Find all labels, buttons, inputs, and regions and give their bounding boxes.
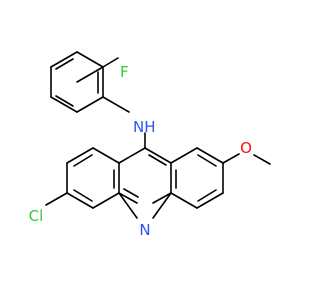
bond <box>222 153 240 164</box>
double-bond-line <box>123 188 139 198</box>
double-bond-line <box>148 154 167 166</box>
double-bond-line <box>73 154 93 167</box>
bond <box>50 51 78 68</box>
acridine-center-ring <box>118 147 172 204</box>
double-bond-line <box>197 154 217 167</box>
bond <box>170 147 198 164</box>
fluorophenyl-ring <box>50 51 130 113</box>
bond <box>152 192 172 204</box>
bond <box>76 66 104 83</box>
bond <box>102 96 130 113</box>
structure-canvas: F NH N O Cl <box>29 51 271 239</box>
amine-label: NH <box>133 118 156 136</box>
bond <box>118 192 138 204</box>
bond <box>66 192 94 209</box>
bond <box>76 51 104 68</box>
double-bond-line <box>55 58 74 70</box>
bond <box>66 147 94 164</box>
bond <box>92 192 120 209</box>
bond <box>170 192 198 209</box>
acridine-right-ring <box>170 147 271 209</box>
acridine-left-ring <box>45 147 120 209</box>
atom-labels: F NH N O Cl <box>29 63 252 239</box>
bond <box>102 57 119 68</box>
double-bond-line <box>55 95 74 107</box>
bond <box>92 147 120 164</box>
double-bond-line <box>197 189 217 202</box>
bond <box>45 192 68 206</box>
double-bond-line <box>73 189 93 202</box>
bond <box>196 147 224 164</box>
bond <box>144 147 172 164</box>
bond <box>152 192 172 219</box>
bond <box>76 96 104 113</box>
bond <box>118 192 138 219</box>
bond <box>118 147 146 164</box>
oxygen-label: O <box>240 139 252 157</box>
fluorine-label: F <box>120 63 129 81</box>
bond <box>253 154 271 165</box>
bond <box>196 192 224 209</box>
ring-nitrogen-label: N <box>139 221 150 239</box>
bond <box>50 96 78 113</box>
molecule-diagram: F NH N O Cl <box>29 51 271 239</box>
chlorine-label: Cl <box>29 207 44 225</box>
